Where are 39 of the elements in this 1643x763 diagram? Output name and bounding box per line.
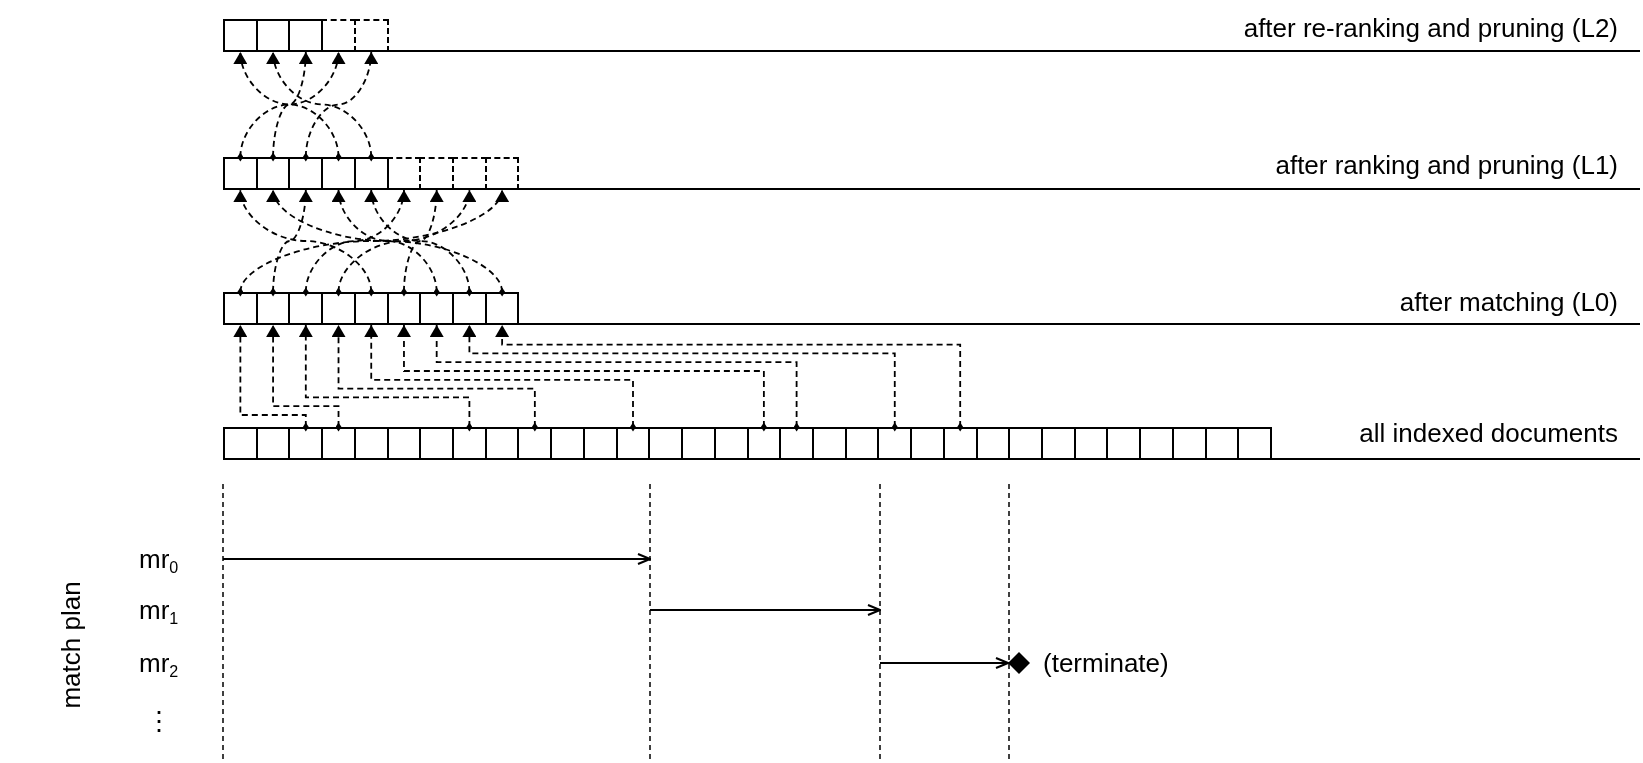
node-caption: (terminate) <box>1043 648 1169 678</box>
rule-label: mr$_{1}$ <box>139 595 179 625</box>
curved-arrow <box>270 51 313 162</box>
curved-arrow <box>302 189 410 297</box>
curved-arrow <box>302 51 378 162</box>
elbow-arrow <box>364 324 636 432</box>
elbow-arrow <box>331 324 538 432</box>
timeline-arrow <box>879 657 1009 669</box>
elbow-arrow <box>429 324 800 432</box>
ellipsis-mark: ⋮ <box>146 706 172 736</box>
elbow-arrow <box>462 324 898 432</box>
level-label: after re-ranking and pruning (L2) <box>1243 13 1618 43</box>
dashed-array-cell <box>353 19 389 52</box>
diamond-marker <box>1008 652 1030 674</box>
elbow-arrow <box>396 324 767 432</box>
array-cell <box>223 292 258 325</box>
elbow-arrow <box>266 324 342 432</box>
level-label: all indexed documents <box>1359 418 1618 448</box>
curved-arrow <box>270 189 313 297</box>
curved-arrow <box>267 51 375 162</box>
curved-arrow <box>400 189 444 297</box>
vertical-heading: match plan <box>56 581 86 709</box>
array-cell <box>1237 427 1273 460</box>
level-label: after matching (L0) <box>1399 287 1618 317</box>
curved-arrow <box>234 189 375 297</box>
curved-arrow <box>332 189 440 297</box>
array-cell <box>223 157 258 190</box>
elbow-arrow <box>495 324 964 432</box>
elbow-arrow <box>298 324 473 432</box>
dashed-array-cell <box>484 157 520 190</box>
level-label: after ranking and pruning (L1) <box>1275 150 1618 180</box>
rule-label: mr$_{2}$ <box>139 648 179 678</box>
array-cell <box>223 427 258 460</box>
array-cell <box>484 292 520 325</box>
array-cell <box>223 19 258 52</box>
curved-arrow <box>365 189 473 297</box>
curved-arrow <box>335 189 476 297</box>
rule-label: mr$_{0}$ <box>139 544 179 574</box>
elbow-arrow <box>233 324 309 432</box>
